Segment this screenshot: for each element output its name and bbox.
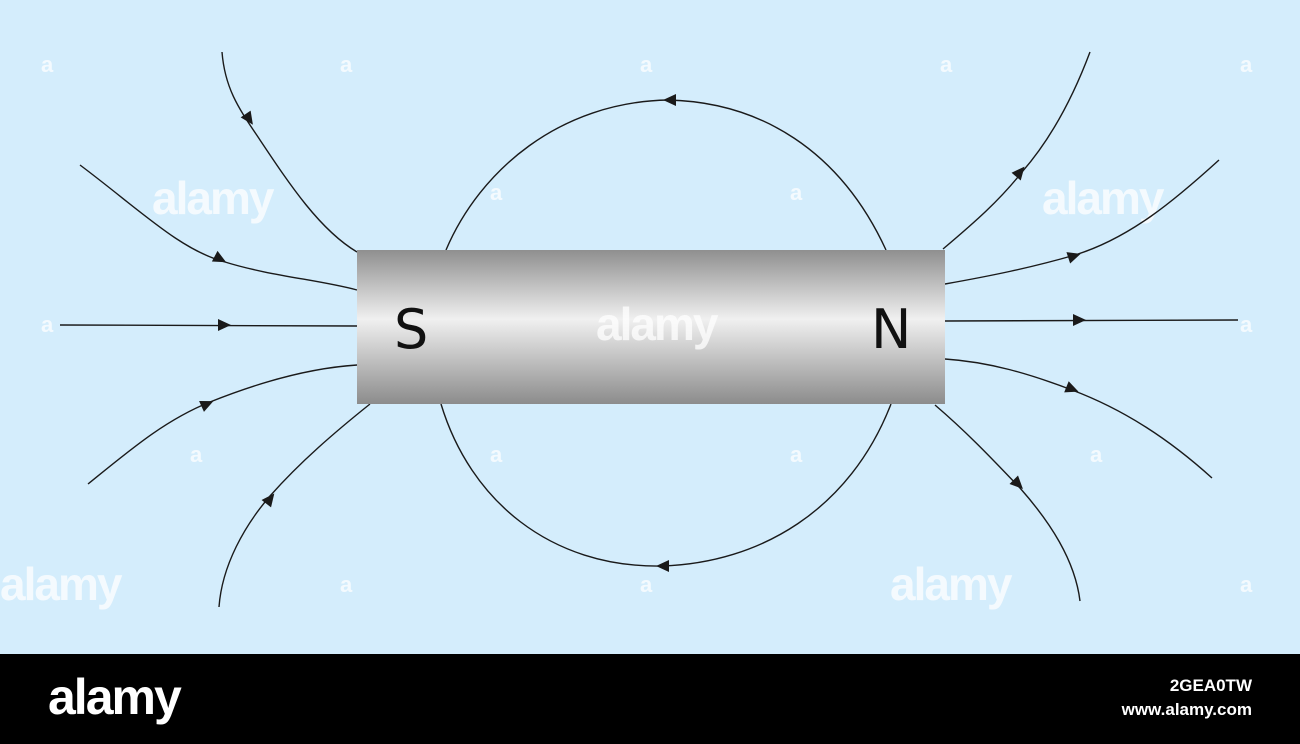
- field-line-left-3: [59, 324, 358, 327]
- watermark-mark: a: [790, 180, 803, 205]
- footer-url: www.alamy.com: [1121, 700, 1252, 719]
- magnet-body: [357, 250, 945, 404]
- watermark-mark: a: [41, 52, 54, 77]
- watermark-mark: a: [1090, 442, 1103, 467]
- arrow-icon: [1011, 166, 1025, 181]
- field-line-right-5: [934, 404, 1081, 602]
- arrow-icon: [211, 250, 227, 263]
- watermark-layer: a a a a a a a a a a a a a a a a alamy al…: [0, 52, 1253, 610]
- arrow-icon: [1064, 381, 1079, 393]
- arrow-left-icon: [656, 560, 669, 572]
- field-line-left-4: [87, 364, 358, 485]
- watermark-mark: a: [340, 572, 353, 597]
- field-line-right-3: [944, 319, 1239, 322]
- watermark-logo: alamy: [596, 298, 719, 350]
- field-line-left-1: [221, 51, 358, 253]
- arrow-icon: [1073, 314, 1086, 326]
- magnetic-field-diagram: a a a a a a a a a a a a a a a a alamy al…: [0, 51, 1253, 610]
- arrow-icon: [261, 493, 275, 508]
- arrow-icon: [1009, 475, 1023, 489]
- watermark-mark: a: [640, 52, 653, 77]
- arrow-icon: [199, 400, 214, 412]
- arrow-icon: [1066, 252, 1081, 264]
- footer-logo: alamy: [48, 669, 182, 725]
- watermark-logo: alamy: [0, 558, 123, 610]
- watermark-mark: a: [190, 442, 203, 467]
- watermark-mark: a: [490, 180, 503, 205]
- watermark-mark: a: [1240, 572, 1253, 597]
- watermark-logo: alamy: [152, 172, 275, 224]
- image-id-label: 2GEA0TW: [1169, 676, 1252, 695]
- north-pole-label: N: [871, 298, 911, 361]
- south-pole-label: S: [394, 298, 428, 361]
- arrow-left-icon: [663, 94, 676, 106]
- watermark-mark: a: [1240, 312, 1253, 337]
- field-line-top-loop: [445, 99, 887, 251]
- watermark-mark: a: [490, 442, 503, 467]
- watermark-mark: a: [41, 312, 54, 337]
- bar-magnet: alamy S N: [357, 250, 945, 404]
- watermark-mark: a: [790, 442, 803, 467]
- arrow-icon: [240, 110, 253, 125]
- watermark-logo: alamy: [890, 558, 1013, 610]
- field-line-bottom-loop: [440, 403, 892, 567]
- watermark-mark: a: [340, 52, 353, 77]
- watermark-logo: alamy: [1042, 172, 1165, 224]
- watermark-mark: a: [640, 572, 653, 597]
- field-line-right-4: [944, 358, 1213, 479]
- field-arrows: [199, 94, 1086, 572]
- footer-bar: alamy 2GEA0TW www.alamy.com: [0, 654, 1300, 744]
- watermark-mark: a: [1240, 52, 1253, 77]
- watermark-mark: a: [940, 52, 953, 77]
- arrow-icon: [218, 319, 231, 331]
